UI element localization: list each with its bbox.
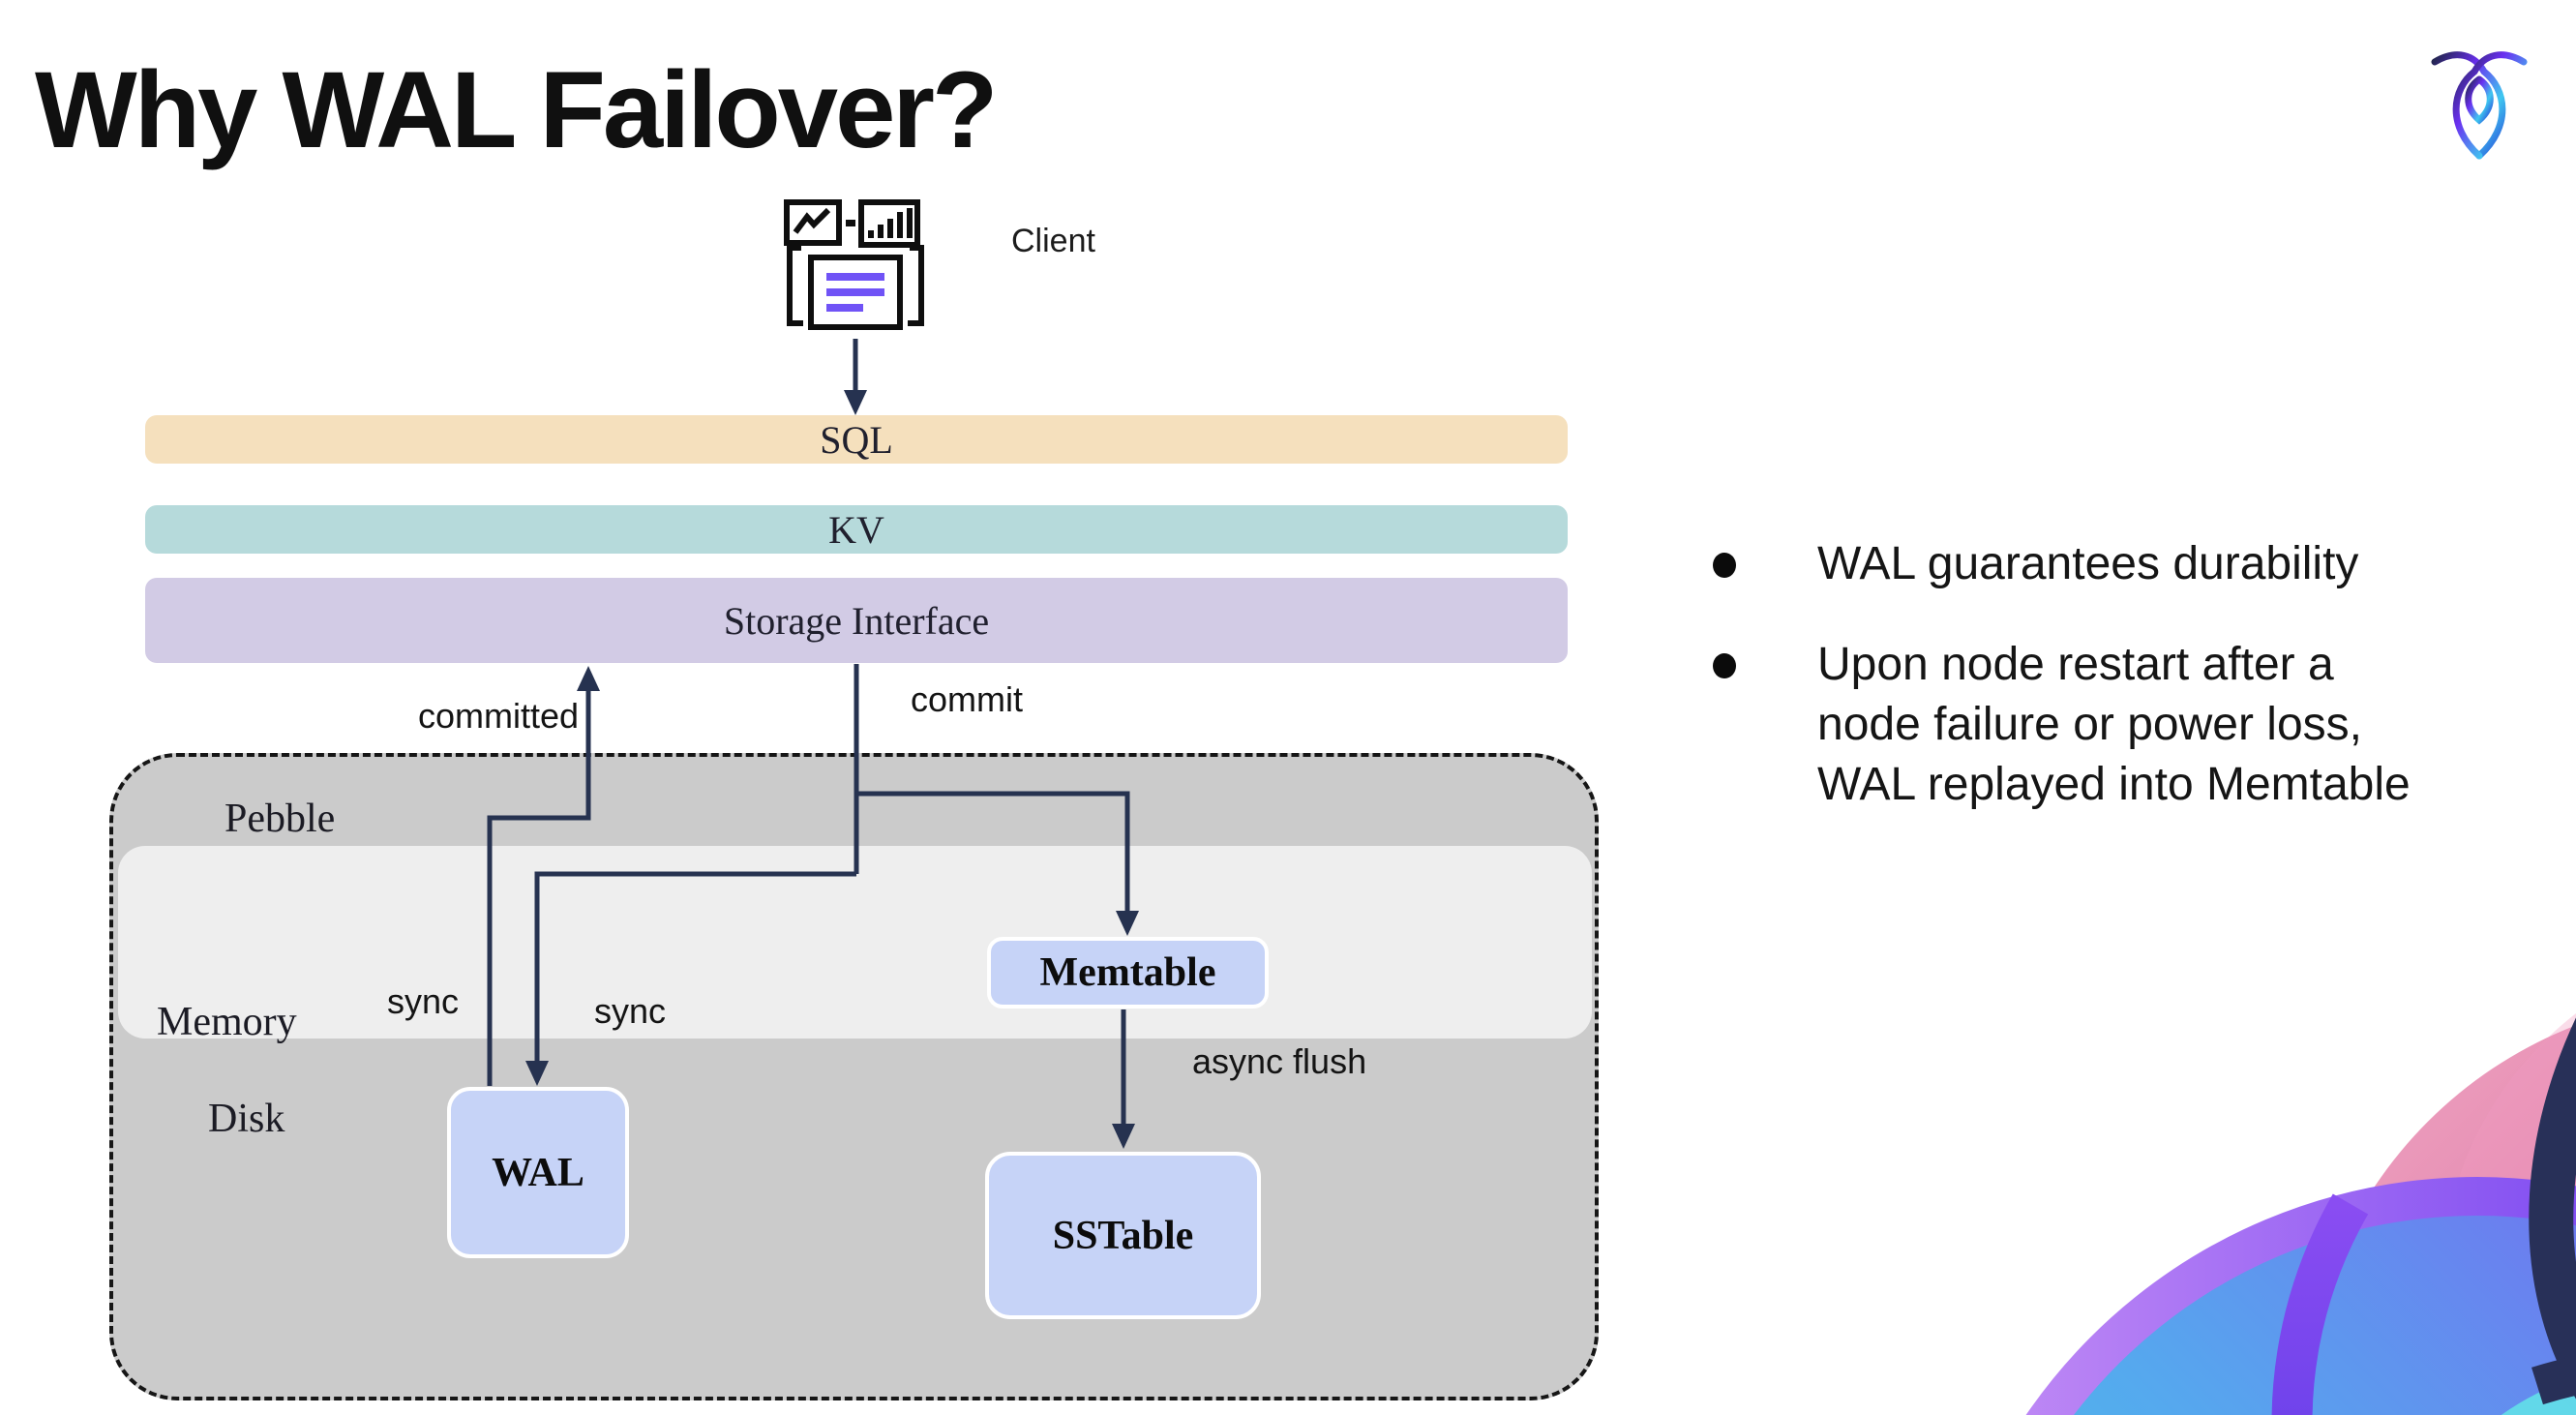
bullet-item: Upon node restart after a node failure o…	[1703, 635, 2506, 815]
memory-band	[118, 846, 1592, 1039]
layer-bar-storage-interface: Storage Interface	[145, 578, 1568, 663]
commit-edge-label: commit	[911, 679, 1023, 719]
layer-bar-sql: SQL	[145, 415, 1568, 464]
client-icon	[784, 199, 924, 330]
committed-arrowhead	[577, 666, 600, 691]
layer-label-sql: SQL	[820, 417, 893, 462]
sync-right-edge-label: sync	[594, 991, 667, 1031]
layer-bar-kv: KV	[145, 505, 1568, 554]
memtable-arrowhead	[1116, 911, 1139, 936]
bullet-item: WAL guarantees durability	[1703, 534, 2506, 594]
wal-label: WAL	[492, 1150, 584, 1195]
decorative-sphere-graphic	[2025, 1013, 2576, 1415]
committed-line	[487, 677, 591, 1086]
line-chart-glyph	[793, 207, 831, 234]
layer-label-storage-interface: Storage Interface	[723, 598, 990, 643]
dash-glyph	[846, 220, 855, 226]
wal-node: WAL	[447, 1087, 629, 1258]
client-arrowhead	[844, 390, 867, 415]
layer-label-kv: KV	[828, 507, 884, 552]
cockroachdb-logo-icon	[2431, 51, 2528, 160]
bullet-list: WAL guarantees durability Upon node rest…	[1703, 534, 2506, 856]
commit-to-memtable-line	[856, 791, 1130, 924]
pebble-label: Pebble	[225, 797, 336, 841]
sstable-arrowhead	[1112, 1124, 1135, 1149]
client-label: Client	[1011, 223, 1095, 259]
wal-sync-arrowhead	[525, 1061, 549, 1086]
sstable-label: SSTable	[1052, 1213, 1194, 1258]
sync-to-wal-line	[534, 871, 856, 1074]
disk-label: Disk	[208, 1097, 285, 1141]
sstable-node: SSTable	[985, 1152, 1261, 1319]
page-title: Why WAL Failover?	[35, 49, 998, 170]
committed-edge-label: committed	[417, 696, 579, 736]
memory-label: Memory	[157, 1000, 297, 1044]
async-flush-edge-label: async flush	[1192, 1041, 1367, 1081]
sync-left-edge-label: sync	[387, 981, 460, 1021]
document-lines-glyph	[826, 273, 884, 312]
bar-chart-glyph	[868, 208, 913, 238]
memtable-label: Memtable	[1039, 950, 1216, 995]
memtable-node: Memtable	[987, 937, 1269, 1009]
bracket-glyphs	[787, 245, 924, 326]
